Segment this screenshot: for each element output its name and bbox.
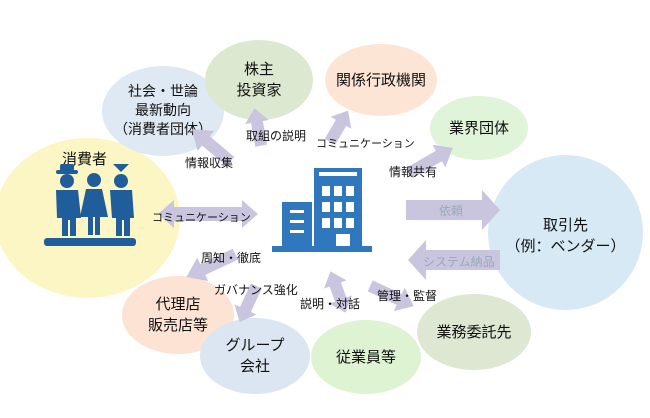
society-bubble: 社会・世論 最新動向 （消費者団体）	[102, 66, 224, 156]
arrow-consumer-company	[158, 200, 258, 228]
industry-label: 業界団体	[448, 118, 509, 137]
arrow-to-employee	[323, 271, 353, 313]
investor-label: 株主 投資家	[236, 60, 282, 99]
employee-label: 従業員等	[335, 347, 396, 366]
arrow-to-group	[234, 283, 262, 323]
label-manage-supervise: 管理・監督	[377, 289, 438, 303]
arrow-to-investor	[245, 108, 269, 147]
label-info-collect: 情報収集	[185, 156, 234, 170]
society-label: 社会・世論 最新動向 （消費者団体）	[114, 83, 212, 138]
label-communication-left: コミュニケーション	[152, 211, 251, 224]
group-label: グループ 会社	[225, 336, 285, 375]
arrow-to-dealer	[186, 248, 238, 282]
label-request: 依頼	[439, 204, 464, 218]
building-icon	[272, 168, 372, 252]
consumer-label: 消費者	[62, 150, 108, 168]
label-explain-dialogue: 説明・対話	[300, 297, 361, 311]
partner-bubble: 取引先 （例：ベンダー）	[488, 155, 643, 310]
label-governance: ガバナンス強化	[214, 283, 298, 297]
label-communication-top: コミュニケーション	[316, 137, 415, 150]
label-system-delivery: システム納品	[423, 255, 495, 269]
arrow-to-admin	[324, 110, 352, 145]
arrow-to-outsource	[367, 280, 414, 312]
admin-label: 関係行政機関	[335, 70, 426, 89]
investor-bubble: 株主 投資家	[205, 40, 313, 120]
partner-label: 取引先 （例：ベンダー）	[505, 215, 626, 255]
admin-bubble: 関係行政機関	[325, 44, 437, 116]
arrow-to-society	[192, 129, 235, 167]
consumers-people-icon	[44, 164, 136, 246]
label-info-share: 情報共有	[389, 165, 438, 179]
arrow-to-industry	[406, 144, 453, 179]
outsource-label: 業務委託先	[436, 322, 512, 341]
employee-bubble: 従業員等	[311, 320, 421, 394]
outsource-bubble: 業務委託先	[417, 294, 531, 370]
label-notify: 周知・徹底	[201, 251, 262, 265]
label-explain-efforts: 取組の説明	[246, 129, 307, 143]
group-bubble: グループ 会社	[200, 318, 310, 394]
arrow-request	[406, 190, 500, 230]
arrow-system-delivery	[408, 240, 500, 280]
dealer-label: 代理店 販売店等	[147, 295, 208, 334]
